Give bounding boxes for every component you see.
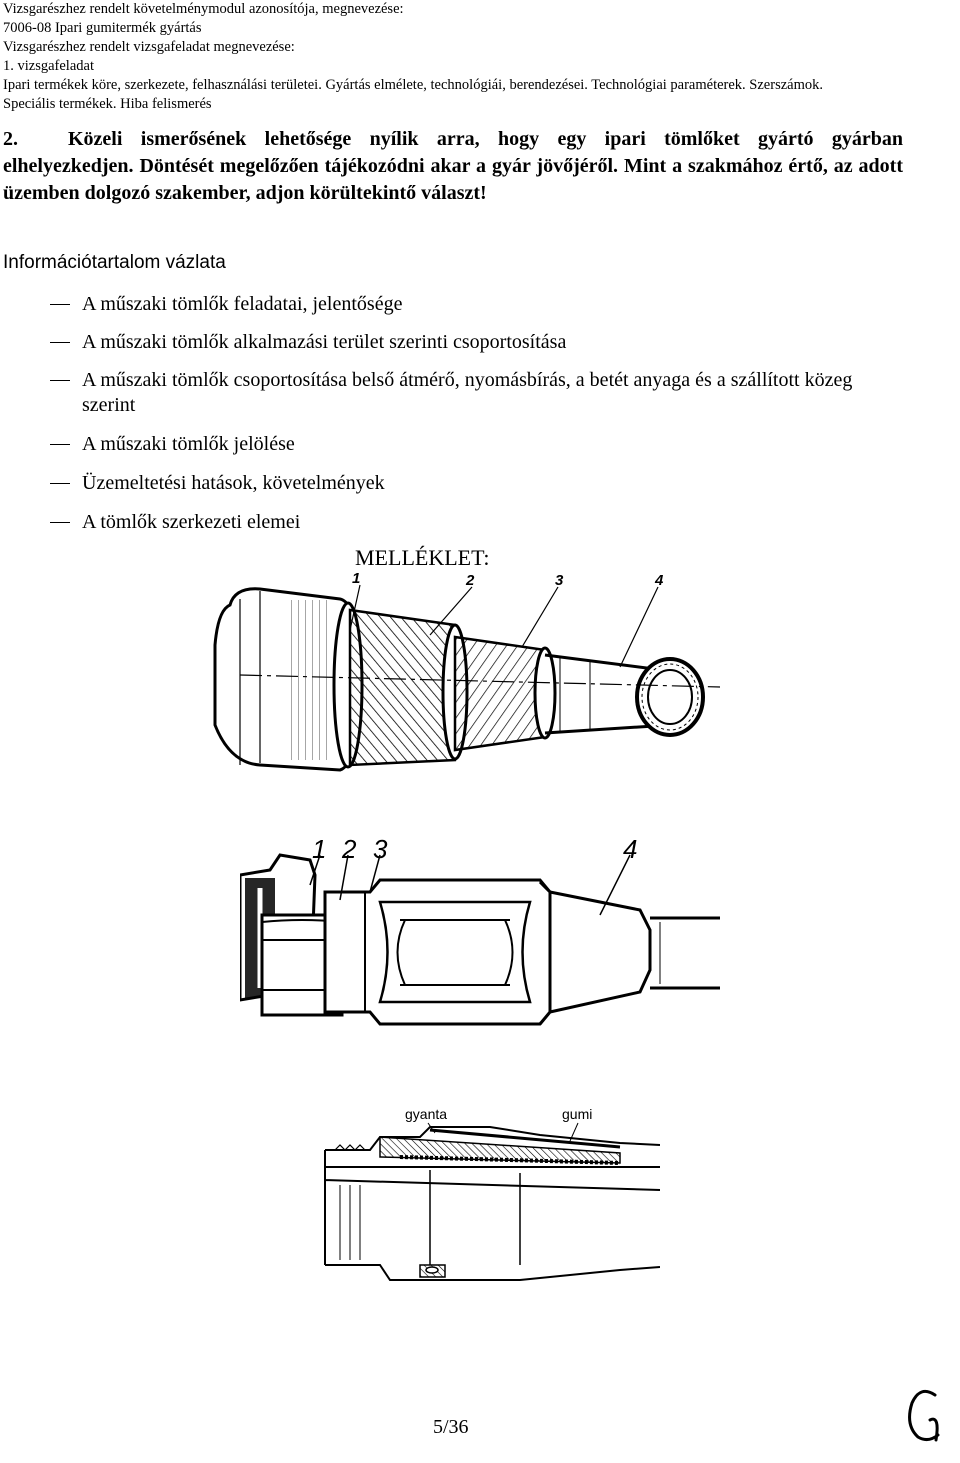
fig3-label-rubber: gumi <box>562 1106 592 1122</box>
header-line-1: Vizsgarészhez rendelt követelménymodul a… <box>3 1 404 17</box>
fig1-label-3: 3 <box>555 572 564 589</box>
handwritten-signature <box>900 1385 950 1450</box>
fig1-label-4: 4 <box>654 572 664 589</box>
dash-bullet <box>50 304 70 305</box>
hose-fitting-figure: 1 2 3 4 <box>240 830 720 1055</box>
dash-bullet <box>50 444 70 445</box>
task-statement: 2.Közeli ismerősének lehetősége nyílik a… <box>3 126 903 207</box>
fig2-label-3: 3 <box>373 834 388 864</box>
dash-bullet <box>50 380 70 381</box>
outline-title: Információtartalom vázlata <box>3 252 226 273</box>
dash-bullet <box>50 522 70 523</box>
header-line-2: 7006-08 Ipari gumitermék gyártás <box>3 20 202 36</box>
dash-bullet <box>50 342 70 343</box>
fig1-label-2: 2 <box>465 572 475 589</box>
header-line-4: 1. vizsgafeladat <box>3 58 94 74</box>
hose-layers-figure: 1 2 3 4 <box>200 565 720 790</box>
coupling-section-drawing: gyanta gumi <box>324 1106 660 1281</box>
page-number: 5/36 <box>433 1416 469 1438</box>
fig2-label-4: 4 <box>623 834 637 864</box>
fig1-label-1: 1 <box>352 570 360 587</box>
hose-fitting-drawing: 1 2 3 4 <box>240 834 720 1026</box>
header-line-3: Vizsgarészhez rendelt vizsgafeladat megn… <box>3 39 295 55</box>
task-number: 2. <box>3 128 18 150</box>
header-line-5: Ipari termékek köre, szerkezete, felhasz… <box>3 77 823 93</box>
dash-bullet <box>50 483 70 484</box>
fig3-label-resin: gyanta <box>405 1106 447 1122</box>
fig2-label-1: 1 <box>312 834 326 864</box>
hose-layers-drawing: 1 2 3 4 <box>213 570 720 772</box>
document-header: Vizsgarészhez rendelt követelménymodul a… <box>3 0 823 114</box>
coupling-section-figure: gyanta gumi <box>320 1105 660 1290</box>
header-line-6: Speciális termékek. Hiba felismerés <box>3 96 212 112</box>
fig2-label-2: 2 <box>341 834 357 864</box>
annex-title: MELLÉKLET: <box>355 545 490 570</box>
task-text: Közeli ismerősének lehetősége nyílik arr… <box>3 128 903 204</box>
